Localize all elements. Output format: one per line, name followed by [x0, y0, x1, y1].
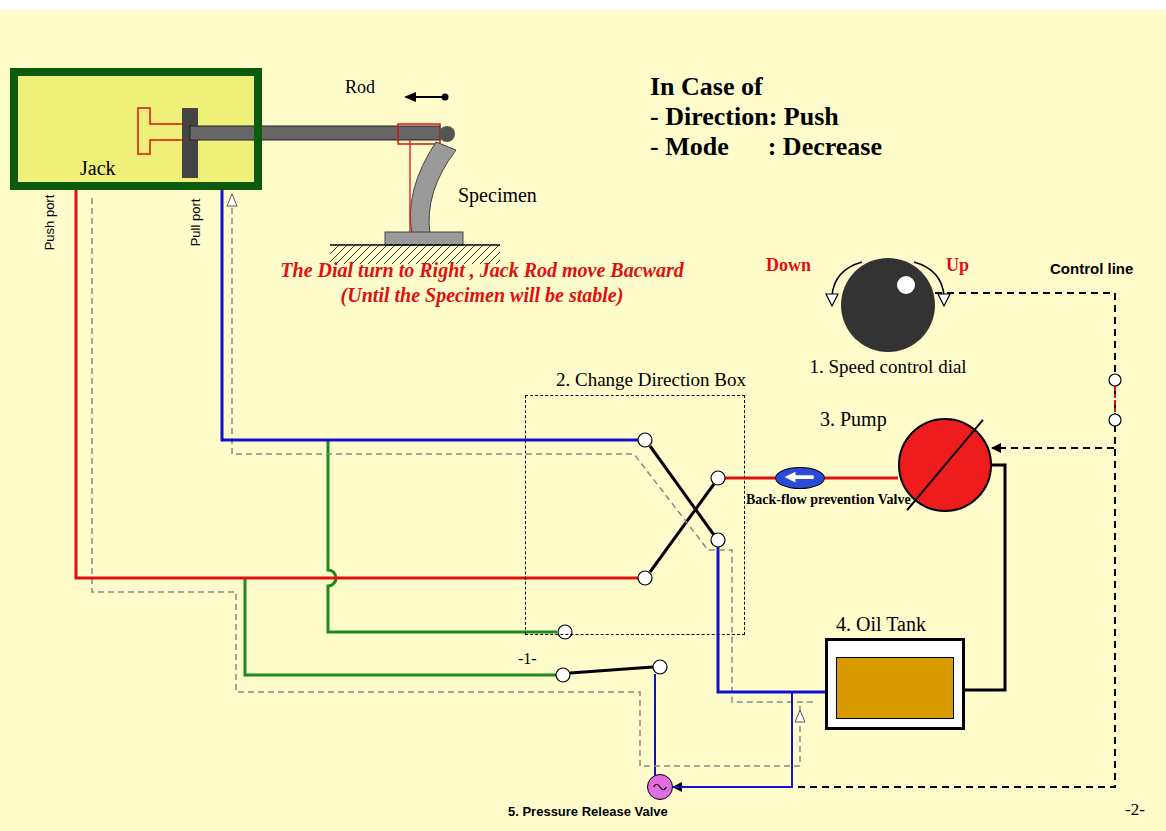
pipe-connector: [718, 635, 825, 692]
mode-line: - Direction: Push: [650, 102, 839, 132]
pipe-connector: [825, 477, 898, 480]
switch-terminal: [1109, 374, 1121, 386]
pump: 3. Pump: [898, 418, 992, 512]
pipe-connector: [745, 477, 775, 480]
part-label: 5. Pressure Release Valve: [508, 804, 668, 819]
part-label: Specimen: [458, 184, 537, 207]
port-label: Pull port: [188, 199, 203, 247]
pipe-connector: [673, 293, 1115, 787]
pipe-connector: [222, 190, 525, 440]
part-label: Rod: [345, 77, 375, 98]
oil-tank: 4. Oil Tank: [825, 638, 965, 730]
page-number: -2-: [1125, 800, 1145, 820]
part-label: Jack: [80, 157, 116, 180]
callout-number: -1-: [518, 650, 537, 668]
part-label: Back-flow prevention Valve: [746, 492, 911, 508]
part-label: 1. Speed control dial: [778, 356, 998, 378]
title: In Case of: [650, 72, 763, 102]
dial-direction: Down: [766, 255, 811, 276]
change-direction-box: 2. Change Direction Box: [525, 395, 745, 635]
oil-level: [836, 657, 954, 719]
dial-pointer: [897, 276, 915, 294]
jack-cylinder: Jack: [10, 68, 262, 190]
dial-direction: Up: [946, 255, 969, 276]
pipe-connector: [76, 190, 525, 578]
part-label: 2. Change Direction Box: [556, 369, 746, 391]
specimen: Specimen: [385, 140, 465, 245]
back-flow-valve: Back-flow prevention Valve: [775, 467, 825, 489]
switch-terminal: [1109, 414, 1121, 426]
part-label: 3. Pump: [820, 408, 887, 431]
pump-variable-slash: [906, 419, 983, 511]
switch-link: [1114, 387, 1116, 413]
speed-control-dial: 1. Speed control dial: [841, 258, 935, 352]
port-label: Push port: [42, 195, 57, 251]
part-label: 4. Oil Tank: [836, 613, 926, 636]
operation-note: The Dial turn to Right , Jack Rod move B…: [262, 258, 702, 308]
pipe-connector: [673, 692, 825, 787]
mode-line: - Mode : Decrease: [650, 132, 882, 162]
valve-arrow: [776, 468, 824, 488]
line-label: Control line: [1050, 260, 1133, 277]
valve-symbol: [648, 775, 672, 799]
pressure-release-valve: 5. Pressure Release Valve: [647, 774, 673, 800]
